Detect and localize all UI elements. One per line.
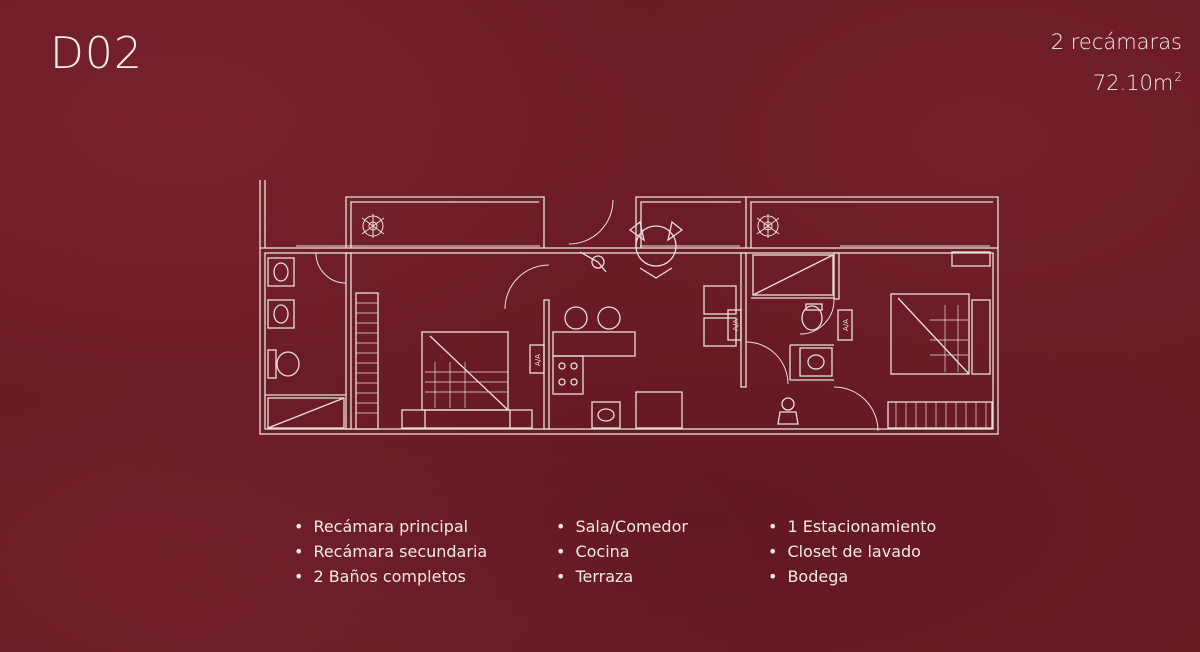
feature-item: Cocina — [556, 539, 768, 564]
hatching — [356, 302, 987, 428]
door-swings — [315, 199, 879, 432]
closet-main — [355, 292, 379, 430]
area-unit-superscript: 2 — [1174, 70, 1182, 84]
outer-walls — [259, 180, 999, 435]
unit-code: D02 — [50, 28, 143, 79]
ac-label-bedroom: A/A — [842, 319, 850, 331]
feature-item: Closet de lavado — [768, 539, 936, 564]
lounge-chairs — [703, 285, 742, 347]
unit-area: 72.10m2 — [1051, 70, 1182, 95]
feature-item: Recámara secundaria — [294, 539, 556, 564]
ac-label-kitchen: A/A — [534, 354, 542, 366]
features-list: Recámara principal Recámara secundaria 2… — [294, 514, 936, 589]
ac-label-living: A/A — [732, 319, 740, 331]
features-column-1: Recámara principal Recámara secundaria 2… — [294, 514, 556, 589]
bathroom-fixtures-left — [267, 257, 345, 429]
terrace-walls — [345, 196, 999, 248]
person-figure-icon — [591, 255, 799, 425]
unit-meta: 2 recámaras 72.10m2 — [1051, 30, 1182, 95]
feature-item: 2 Baños completos — [294, 564, 556, 589]
kitchen — [529, 306, 683, 429]
area-value: 72.10m — [1092, 71, 1174, 95]
features-column-3: 1 Estacionamiento Closet de lavado Bodeg… — [768, 514, 936, 589]
main-bed — [401, 331, 533, 429]
feature-item: Recámara principal — [294, 514, 556, 539]
bathroom-fixtures-right — [752, 254, 853, 377]
second-bed — [887, 251, 993, 429]
feature-item: Sala/Comedor — [556, 514, 768, 539]
feature-item: 1 Estacionamiento — [768, 514, 936, 539]
features-column-2: Sala/Comedor Cocina Terraza — [556, 514, 768, 589]
feature-item: Bodega — [768, 564, 936, 589]
plant-icon — [361, 214, 780, 238]
dining-table — [579, 220, 684, 279]
bedrooms-count: 2 recámaras — [1050, 30, 1182, 54]
feature-item: Terraza — [556, 564, 768, 589]
